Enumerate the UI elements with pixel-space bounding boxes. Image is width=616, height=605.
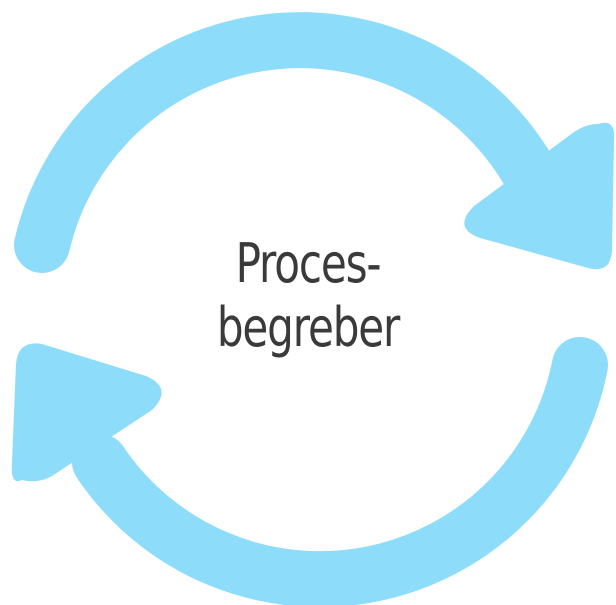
bottom-arc-shaft [72,337,608,605]
center-label: Proces- begreber [191,232,425,360]
top-arrowhead [464,122,615,270]
top-arc-shaft [14,12,556,273]
center-label-line-2: begreber [216,296,400,359]
bottom-cycle-arrow-icon [11,337,608,605]
top-cycle-arrow-icon [14,12,615,273]
center-label-line-1: Proces- [235,232,382,295]
bottom-arrowhead [11,343,162,482]
